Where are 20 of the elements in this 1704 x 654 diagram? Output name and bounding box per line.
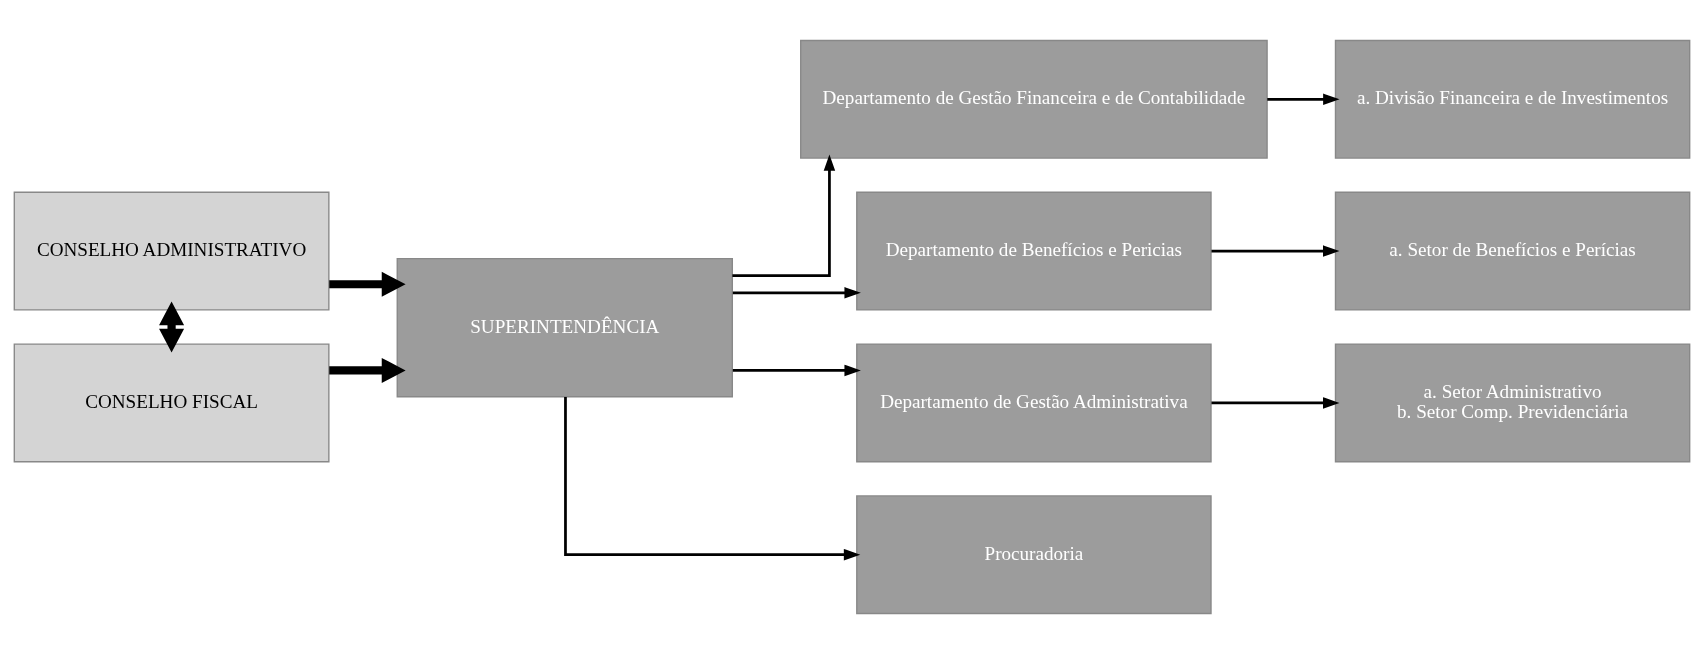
- node-box: a. Setor de Benefícios e Perícias: [1334, 191, 1691, 311]
- node-box: Procuradoria: [856, 495, 1212, 615]
- arrow: [1211, 397, 1340, 409]
- arrow: [159, 301, 185, 353]
- node-box: Departamento de Gestão Financeira e de Contabilidade: [800, 39, 1268, 159]
- node-box: a. Divisão Financeira e de Investimentos: [1334, 39, 1691, 159]
- arrow: [564, 397, 861, 561]
- arrow: [329, 271, 406, 297]
- arrow: [1211, 245, 1340, 257]
- node-box: Departamento de Benefícios e Pericias: [856, 191, 1212, 311]
- node-box: Departamento de Gestão Administrativa: [856, 343, 1212, 463]
- arrow: [329, 357, 406, 383]
- node-box: SUPERINTENDÊNCIA: [396, 257, 733, 398]
- arrow: [732, 287, 861, 299]
- node-box: CONSELHO ADMINISTRATIVO: [13, 191, 330, 311]
- arrow: [1267, 93, 1340, 106]
- node-box: CONSELHO FISCAL: [13, 343, 330, 463]
- arrow: [732, 364, 861, 377]
- node-box: a. Setor Administrativo b. Setor Comp. Previdenciária: [1334, 343, 1691, 463]
- arrow: [732, 154, 836, 278]
